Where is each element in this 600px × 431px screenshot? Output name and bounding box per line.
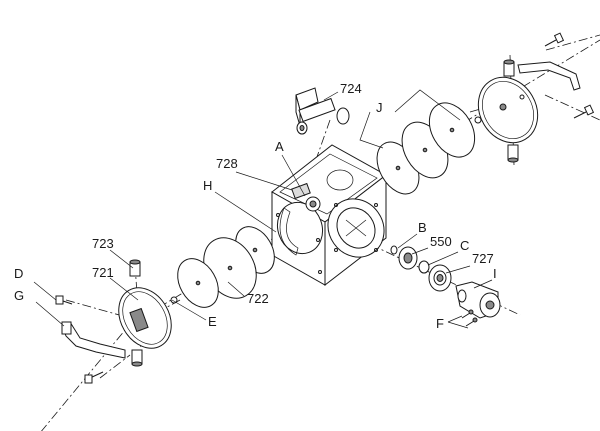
label-H: H xyxy=(203,178,212,193)
label-A: A xyxy=(275,139,284,154)
callout-labels: 724 J 728 A H B 550 C 727 I 723 D 721 G … xyxy=(14,81,497,331)
left-handwheel xyxy=(55,259,172,384)
right-handwheel xyxy=(477,32,595,163)
label-C: C xyxy=(460,238,469,253)
label-E: E xyxy=(208,314,217,329)
right-shaft-parts xyxy=(390,245,501,327)
label-724: 724 xyxy=(340,81,362,96)
label-728: 728 xyxy=(216,156,238,171)
label-727: 727 xyxy=(472,251,494,266)
label-721: 721 xyxy=(92,265,114,280)
label-D: D xyxy=(14,266,23,281)
leader-lines xyxy=(33,89,493,329)
label-G: G xyxy=(14,288,24,303)
part-722-pulleys xyxy=(170,226,275,308)
part-724-bracket xyxy=(295,87,350,135)
part-728-roller xyxy=(291,182,321,212)
label-723: 723 xyxy=(92,236,114,251)
label-J: J xyxy=(376,100,383,115)
label-B: B xyxy=(418,220,427,235)
label-I: I xyxy=(493,266,497,281)
gearbox-housing xyxy=(271,144,387,287)
part-J-pulleys xyxy=(376,102,487,195)
label-550: 550 xyxy=(430,234,452,249)
label-F: F xyxy=(436,316,444,331)
label-722: 722 xyxy=(247,291,269,306)
